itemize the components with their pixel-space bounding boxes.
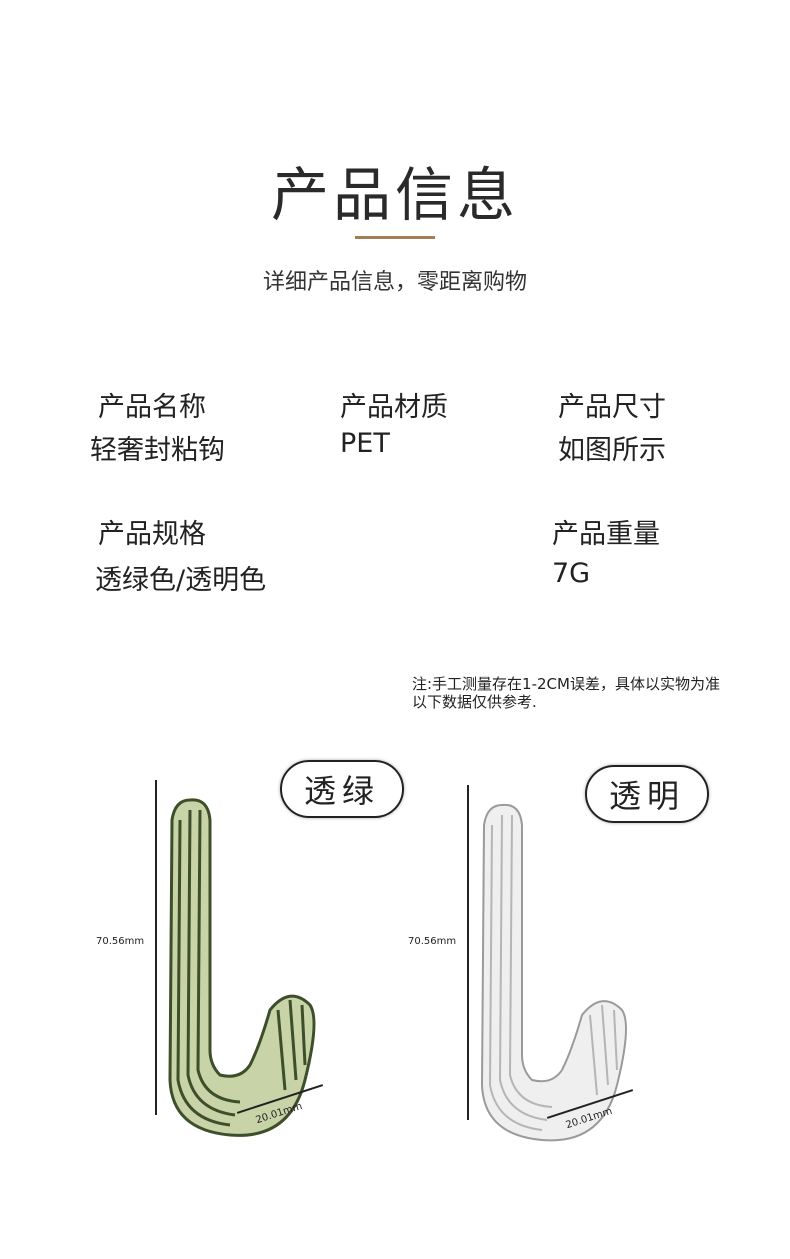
title-divider bbox=[355, 236, 435, 239]
measurement-note: 注:手工测量存在1-2CM误差，具体以实物为准 以下数据仅供参考. bbox=[412, 675, 720, 711]
variant-tag-green: 透绿 bbox=[280, 760, 405, 818]
spec-label-weight: 产品重量 bbox=[552, 519, 660, 550]
height-dimension-label: 70.56mm bbox=[96, 936, 145, 947]
green-hook-image bbox=[168, 798, 316, 1137]
variant-tag-clear: 透明 bbox=[585, 765, 710, 823]
spec-value-name: 轻奢封粘钩 bbox=[90, 435, 225, 466]
spec-label-spec: 产品规格 bbox=[98, 519, 206, 550]
page-subtitle: 详细产品信息，零距离购物 bbox=[262, 270, 527, 295]
note-line-1: 注:手工测量存在1-2CM误差，具体以实物为准 bbox=[412, 675, 720, 693]
height-dimension-line bbox=[155, 780, 157, 1115]
spec-value-spec: 透绿色/透明色 bbox=[95, 565, 267, 596]
page-title: 产品信息 bbox=[270, 161, 519, 229]
spec-value-material: PET bbox=[340, 428, 390, 459]
height-dimension-label: 70.56mm bbox=[408, 936, 457, 947]
clear-hook-image bbox=[480, 803, 627, 1142]
spec-label-material: 产品材质 bbox=[340, 392, 448, 423]
spec-value-weight: 7G bbox=[552, 558, 591, 589]
spec-label-name: 产品名称 bbox=[98, 392, 206, 423]
height-dimension-line bbox=[467, 785, 469, 1120]
spec-label-size: 产品尺寸 bbox=[558, 392, 666, 423]
note-line-2: 以下数据仅供参考. bbox=[412, 693, 537, 711]
spec-value-size: 如图所示 bbox=[558, 435, 666, 466]
